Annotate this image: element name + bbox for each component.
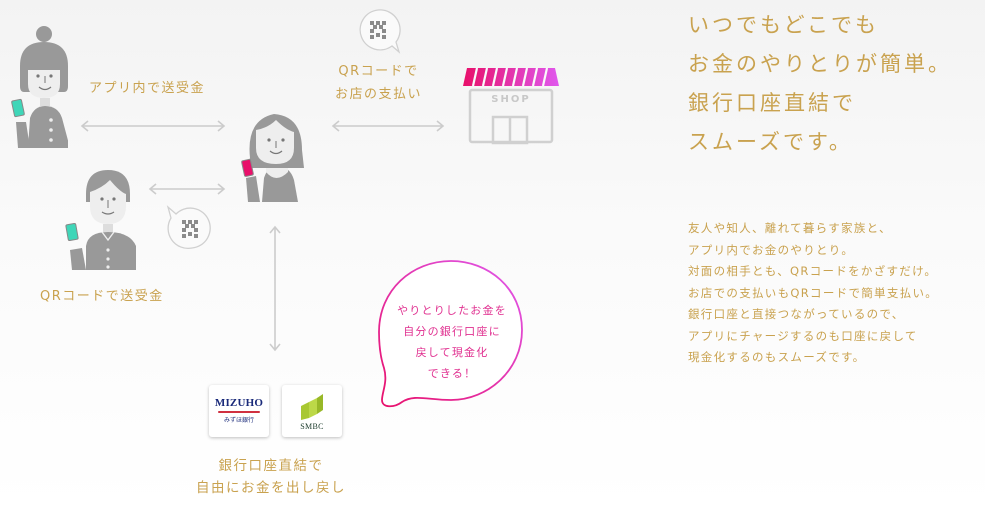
callout-line3: 戻して現金化 (415, 346, 489, 359)
headline-line2: お金のやりとりが簡単。 (688, 52, 952, 76)
callout-line4: できる！ (427, 367, 477, 380)
body-line7: 現金化するのもスムーズです。 (688, 350, 866, 364)
qr-code-speech-bubble-icon (166, 204, 214, 250)
central-woman-figure (240, 98, 310, 202)
headline-line3: 銀行口座直結で (688, 91, 856, 115)
woman-with-bun-figure (8, 26, 68, 148)
double-arrow-icon (80, 117, 226, 132)
headline-line1: いつでもどこでも (688, 13, 879, 37)
mizuho-logo-underline (218, 411, 260, 413)
man-figure (64, 166, 136, 270)
vertical-double-arrow-icon (269, 225, 281, 352)
shop-sign-text: SHOP (491, 94, 531, 105)
mizuho-logo: MIZUHO (214, 397, 264, 409)
smbc-logo-text: SMBC (300, 421, 324, 431)
body-line1: 友人や知人、離れて暮らす家族と、 (688, 221, 892, 235)
shop-icon (463, 66, 559, 146)
body-line3: 対面の相手とも、QRコードをかざすだけ。 (688, 264, 938, 278)
callout-line1: やりとりしたお金を (397, 304, 507, 317)
shop-payment-label-line1: QRコードで (338, 64, 419, 79)
smbc-logo-icon (301, 393, 323, 420)
qr-code-speech-bubble-icon (356, 8, 402, 54)
smbc-bank-card: SMBC (282, 385, 342, 437)
bank-connection-line1: 銀行口座直結で (218, 458, 324, 474)
callout-bubble-outline (376, 258, 526, 410)
callout-text: やりとりしたお金を 自分の銀行口座に 戻して現金化 できる！ (391, 300, 513, 384)
double-arrow-icon (331, 117, 445, 132)
shop-payment-label: QRコードで お店の支払い (335, 62, 422, 105)
bank-connection-line2: 自由にお金を出し戻し (196, 480, 346, 496)
headline: いつでもどこでも お金のやりとりが簡単。 銀行口座直結で スムーズです。 (688, 6, 952, 162)
shop-payment-label-line2: お店の支払い (335, 87, 423, 102)
mizuho-sub-label: みずほ銀行 (223, 417, 254, 424)
qr-transfer-label: QRコードで送受金 (40, 289, 164, 304)
mizuho-bank-card: MIZUHO みずほ銀行 (209, 385, 269, 437)
body-line4: お店での支払いもQRコードで簡単支払い。 (688, 285, 939, 300)
headline-line4: スムーズです。 (688, 130, 853, 154)
body-line2: アプリ内でお金のやりとり。 (688, 242, 855, 257)
callout-line2: 自分の銀行口座に (403, 325, 501, 338)
body-line6: アプリにチャージするのも口座に戻して (688, 328, 918, 343)
double-arrow-icon (148, 180, 226, 195)
p2p-transfer-label: アプリ内で送受金 (89, 81, 206, 96)
body-copy: 友人や知人、離れて暮らす家族と、 アプリ内でお金のやりとり。 対面の相手とも、Q… (688, 218, 938, 369)
bank-connection-label: 銀行口座直結で 自由にお金を出し戻し (196, 455, 346, 499)
body-line5: 銀行口座と直接つながっているので、 (688, 307, 905, 321)
